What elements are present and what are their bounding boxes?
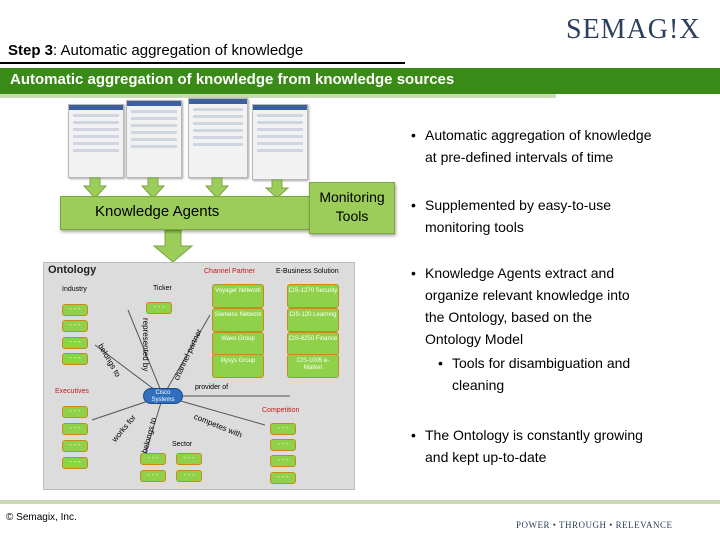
bullet-line: organize relevant knowledge into	[425, 287, 630, 303]
bullet-line: at pre-defined intervals of time	[425, 149, 614, 165]
down-arrow-2	[140, 177, 166, 199]
knowledge-agents-label: Knowledge Agents	[95, 203, 220, 220]
bullet-line: the Ontology, based on the	[425, 309, 593, 325]
down-arrow-main	[152, 229, 194, 263]
partner-node: Siemens Network	[212, 308, 264, 332]
solution-node: CIS-1270 Security	[287, 284, 339, 308]
industry-node: - - -	[62, 337, 88, 349]
bullet-line: Ontology Model	[425, 331, 524, 347]
bullet-dot: •	[438, 355, 443, 371]
competition-label: Competition	[262, 407, 300, 414]
solution-node: CIS-1005 e-Market	[287, 354, 339, 378]
banner	[0, 68, 720, 94]
bullet-line: Supplemented by easy-to-use	[425, 197, 611, 213]
banner-text: Automatic aggregation of knowledge from …	[10, 71, 455, 88]
executive-node: - - -	[62, 457, 88, 469]
ticker-node: - - -	[146, 302, 172, 314]
bullet-knowledge-agents: • Knowledge Agents extract and organize re…	[411, 262, 630, 350]
footer-divider	[0, 500, 720, 504]
industry-node: - - -	[62, 320, 88, 332]
monitoring-label-line2: Tools	[335, 208, 369, 224]
ontology-title: Ontology	[48, 264, 97, 276]
represented-by-relation: represented by	[141, 318, 150, 372]
industry-label: Industry	[62, 286, 87, 293]
bullet-line: Automatic aggregation of knowledge	[425, 127, 652, 143]
source-thumbnail-4	[252, 104, 308, 180]
partner-node: Voyager Network	[212, 284, 264, 308]
sub-bullet-disambiguation: • Tools for disambiguation and cleaning	[438, 352, 631, 396]
brand-tagline: POWER • THROUGH • RELEVANCE	[516, 520, 673, 530]
competitor-node: - - -	[270, 455, 296, 467]
competitor-node: - - -	[270, 439, 296, 451]
sector-node: - - -	[176, 470, 202, 482]
title-underline	[0, 62, 405, 64]
channel-partner-label: Channel Partner	[204, 268, 255, 275]
sector-node: - - -	[140, 470, 166, 482]
executive-node: - - -	[62, 406, 88, 418]
executive-node: - - -	[62, 423, 88, 435]
monitoring-label-line1: Monitoring	[319, 189, 385, 205]
executive-node: - - -	[62, 440, 88, 452]
bullet-line: cleaning	[452, 377, 505, 393]
bullet-dot: •	[411, 427, 416, 443]
copyright-text: © Semagix, Inc.	[6, 512, 77, 523]
bullet-monitoring: • Supplemented by easy-to-use monitoring t…	[411, 194, 611, 238]
down-arrow-3	[204, 177, 230, 199]
industry-node: - - -	[62, 304, 88, 316]
source-thumbnail-1	[68, 104, 124, 178]
solution-node: CIS-6250 Finance	[287, 332, 339, 356]
bullet-dot: •	[411, 127, 416, 143]
down-arrow-4	[264, 179, 290, 199]
bullet-line: and kept up-to-date	[425, 449, 547, 465]
competitor-node: - - -	[270, 423, 296, 435]
banner-divider	[0, 94, 556, 98]
step-title: Step 3: Automatic aggregation of knowled…	[8, 42, 303, 59]
monitoring-tools-box	[309, 182, 395, 234]
knowledge-agents-bar	[60, 196, 310, 230]
ebusiness-label: E-Business Solution	[276, 268, 339, 275]
sector-node: - - -	[140, 453, 166, 465]
step-title-text: : Automatic aggregation of knowledge	[53, 42, 304, 59]
bullet-ontology-growing: • The Ontology is constantly growing and k…	[411, 424, 643, 468]
bullet-line: Tools for disambiguation and	[452, 355, 631, 371]
partner-node: Illysys Group	[212, 354, 264, 378]
bullet-line: The Ontology is constantly growing	[425, 427, 643, 443]
bullet-dot: •	[411, 197, 416, 213]
source-thumbnail-2	[126, 100, 182, 178]
sector-node: - - -	[176, 453, 202, 465]
sector-label: Sector	[172, 441, 193, 448]
semagix-logo: SEMAG!X	[566, 14, 701, 45]
industry-node: - - -	[62, 353, 88, 365]
bullet-auto-aggregation: • Automatic aggregation of knowledge at pr…	[411, 124, 652, 168]
down-arrow-1	[82, 177, 108, 199]
bullet-line: monitoring tools	[425, 219, 524, 235]
provider-of-label: provider of	[195, 384, 229, 391]
bullet-line: Knowledge Agents extract and	[425, 265, 615, 281]
bullet-dot: •	[411, 265, 416, 281]
solution-node: CIS-120 Learning	[287, 308, 339, 332]
executives-label: Executives	[55, 388, 89, 395]
competitor-node: - - -	[270, 472, 296, 484]
step-label: Step 3	[8, 42, 54, 59]
partner-node: Waxo Group	[212, 332, 264, 356]
cisco-systems-node: Cisco Systems	[143, 388, 183, 404]
ticker-label: Ticker	[153, 285, 172, 292]
